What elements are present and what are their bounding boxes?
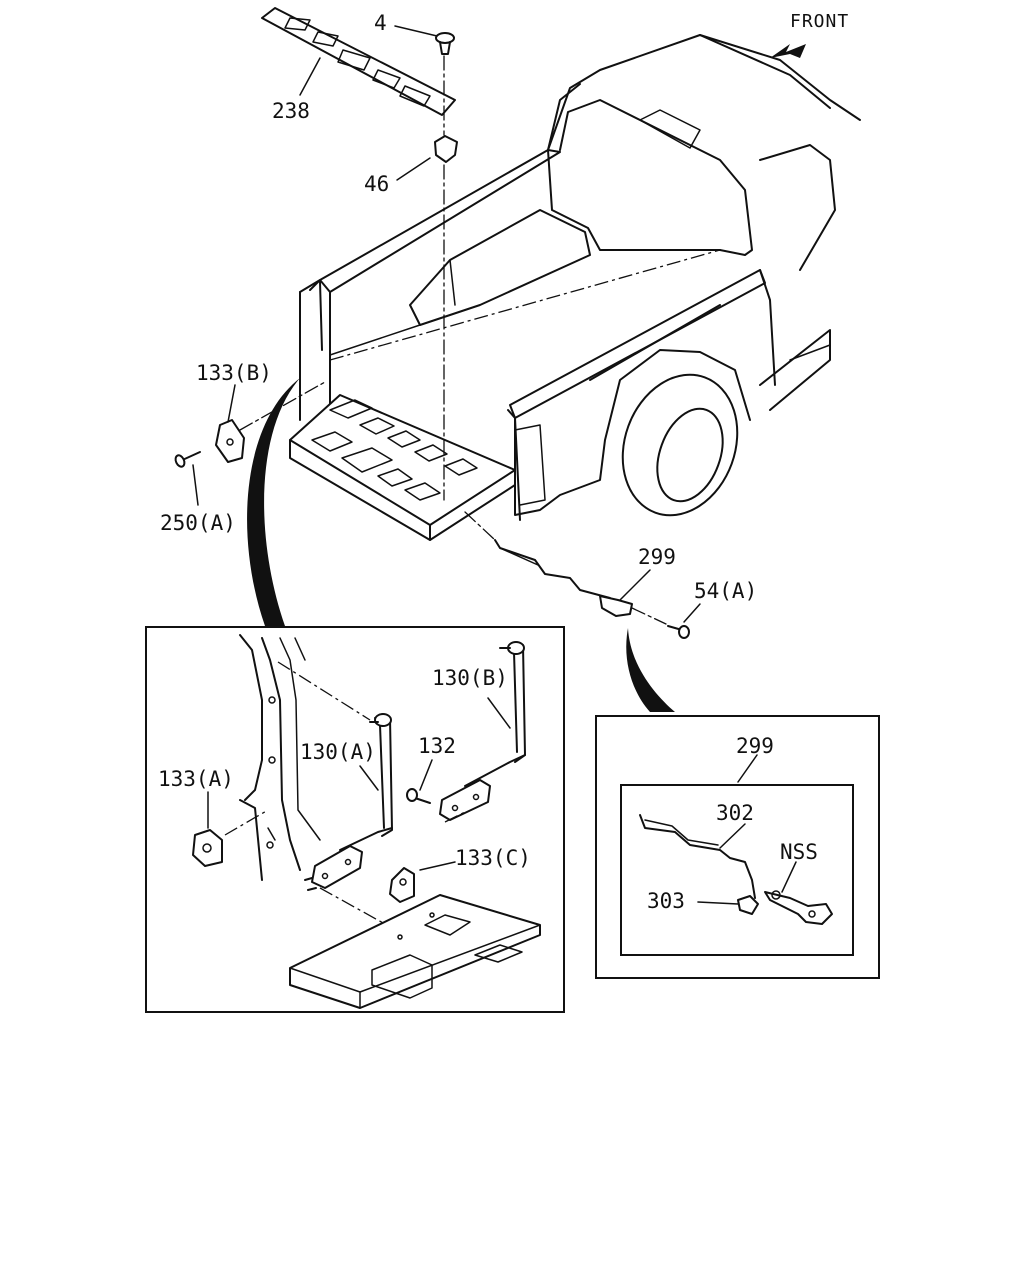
front-indicator: FRONT [770,11,849,58]
label-303: 303 [647,889,685,913]
truck-body [299,34,861,521]
tailgate-panel-cutouts [311,399,478,501]
callout-arrow-left [247,378,300,626]
label-133b: 133(B) [196,361,272,385]
detail-box-tailgate-hinge [145,626,565,1013]
part-238-protector [261,7,456,116]
detail-frame-right-inner [620,784,854,956]
label-detail-299: 299 [736,734,774,758]
detail-box-rod-assembly [595,715,880,979]
label-130b: 130(B) [432,666,508,690]
label-302: 302 [716,801,754,825]
detail-frame-left [145,626,565,1013]
label-4: 4 [374,11,387,35]
front-arrow-icon [770,44,806,58]
part-133b-bracket [215,419,245,463]
main-reference-lines [192,25,701,625]
part-250a-screw [174,451,201,468]
label-250a: 250(A) [160,511,236,535]
label-133a: 133(A) [158,767,234,791]
front-label: FRONT [790,11,849,32]
tailgate [289,394,516,541]
part-299-rod-assembly [494,539,633,617]
part-54a-bolt [667,625,690,639]
label-299: 299 [638,545,676,569]
label-132: 132 [418,734,456,758]
part-46-retainer [434,135,458,163]
label-46: 46 [364,172,389,196]
label-nss: NSS [780,840,818,864]
label-54a: 54(A) [694,579,757,603]
callout-arrow-right [626,628,675,712]
part-4-clip [435,32,455,55]
label-133c: 133(C) [455,846,531,870]
label-238: 238 [272,99,310,123]
label-130a: 130(A) [300,740,376,764]
detail-frame-right-outer [595,715,880,979]
